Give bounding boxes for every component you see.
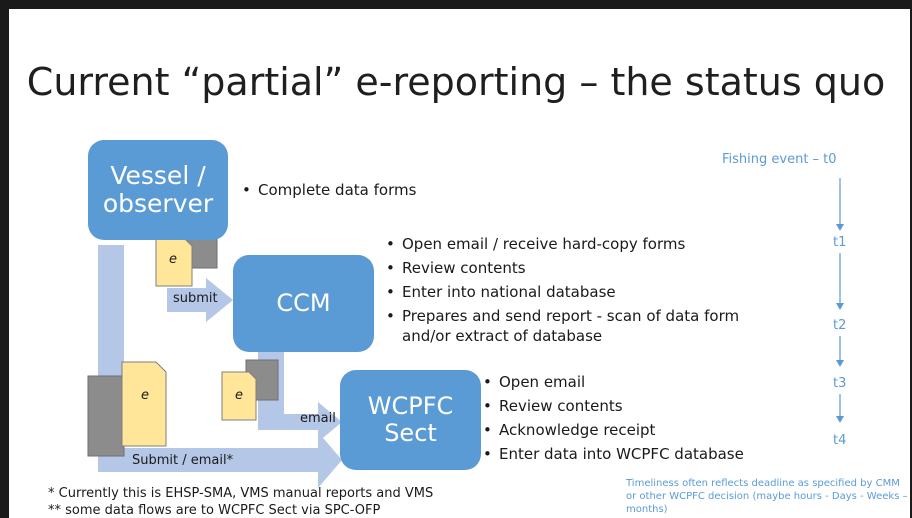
- footnote-2: ** some data flows are to WCPFC Sect via…: [48, 503, 381, 518]
- timeline-arrowhead-1: [836, 224, 844, 231]
- vessel-bullet: Complete data forms: [242, 178, 416, 202]
- vessel-bullets: Complete data forms: [242, 178, 416, 202]
- arrow-to-ccm: [167, 278, 233, 322]
- ccm-bullets: Open email / receive hard-copy forms Rev…: [386, 232, 766, 346]
- wcpfc-bullet: Acknowledge receipt: [483, 418, 744, 442]
- wcpfc-bullets: Open email Review contents Acknowledge r…: [483, 370, 744, 466]
- timeline-t1: t1: [833, 235, 847, 250]
- slide-border-top: [0, 0, 912, 9]
- doc-yellow-large: [121, 361, 167, 447]
- ccm-bullet: Enter into national database: [386, 280, 766, 304]
- node-vessel-label: Vessel / observer: [102, 161, 214, 218]
- timeline-arrowhead-3: [836, 360, 844, 367]
- timeline-arrowhead-2: [836, 303, 844, 310]
- arrow-ccm-to-wcpfc: [258, 352, 342, 442]
- timeline-t3: t3: [833, 376, 847, 391]
- timeline-t2: t2: [833, 318, 847, 333]
- node-ccm: CCM: [233, 255, 374, 352]
- arrow-label-submit-email: Submit / email*: [132, 453, 234, 468]
- ccm-bullet: Open email / receive hard-copy forms: [386, 232, 766, 256]
- wcpfc-bullet: Enter data into WCPFC database: [483, 442, 744, 466]
- doc-label-vessel: e: [169, 252, 177, 267]
- wcpfc-bullet: Open email: [483, 370, 744, 394]
- doc-gray-large: [87, 375, 125, 457]
- ccm-bullet: Prepares and send report - scan of data …: [386, 306, 766, 346]
- node-wcpfc-label: WCPFC Sect: [367, 392, 454, 447]
- slide-border-right: [910, 0, 912, 518]
- ccm-bullet: Review contents: [386, 256, 766, 280]
- doc-label-ccm: e: [235, 388, 243, 403]
- node-wcpfc-sect: WCPFC Sect: [340, 370, 481, 470]
- wcpfc-bullet: Review contents: [483, 394, 744, 418]
- arrow-vessel-to-wcpfc: [98, 245, 342, 488]
- slide-border-left: [0, 0, 9, 518]
- node-ccm-label: CCM: [276, 289, 331, 318]
- arrow-label-submit: submit: [173, 291, 218, 306]
- footnote-1: * Currently this is EHSP-SMA, VMS manual…: [48, 486, 434, 501]
- node-vessel-observer: Vessel / observer: [88, 140, 228, 240]
- timeline-t0: Fishing event – t0: [722, 152, 837, 167]
- doc-label-large: e: [141, 388, 149, 403]
- timeline-arrowhead-4: [836, 416, 844, 423]
- doc-yellow-ccm: [221, 371, 257, 421]
- arrow-label-email: email: [300, 411, 336, 426]
- slide-title: Current “partial” e-reporting – the stat…: [26, 60, 886, 104]
- timeliness-note: Timeliness often reflects deadline as sp…: [626, 478, 908, 515]
- timeline-t4: t4: [833, 433, 847, 448]
